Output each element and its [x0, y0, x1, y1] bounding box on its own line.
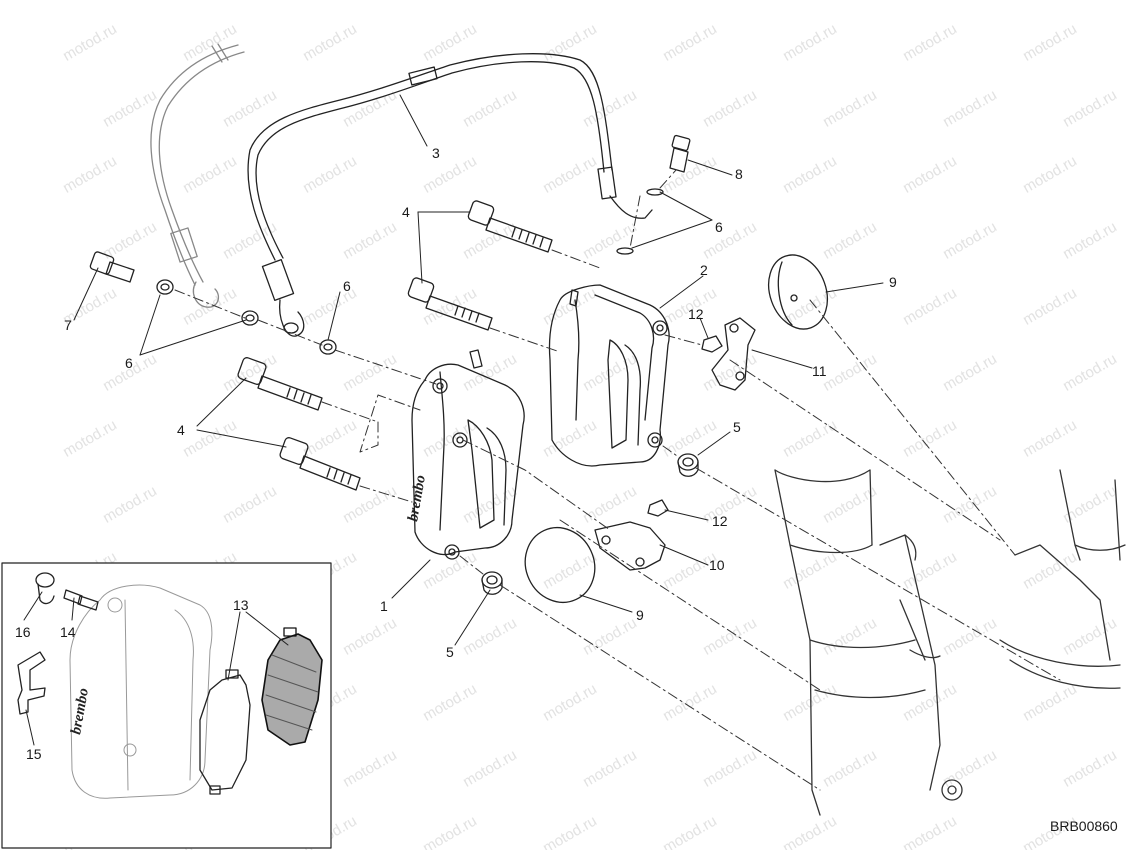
brake-caliper-2	[548, 284, 670, 467]
caliper-1-brand-marking: brembo	[405, 474, 429, 523]
bolt-4-top	[467, 200, 553, 253]
leader-lines	[73, 94, 884, 646]
bolt-4-upper-left	[407, 277, 493, 331]
callout-9-upper: 9	[889, 274, 897, 290]
callout-15: 15	[26, 746, 42, 762]
callout-4-upper: 4	[402, 204, 410, 220]
bleed-screw-7	[89, 251, 135, 283]
inset-detail-box: brembo	[1, 562, 332, 849]
bolt-12-lower	[647, 499, 669, 517]
callout-11: 11	[812, 363, 827, 379]
brake-hose-3	[247, 53, 653, 337]
callout-1: 1	[380, 598, 388, 614]
spacer-5-upper	[677, 453, 699, 477]
spacer-5-lower	[481, 571, 503, 595]
callout-5-lower: 5	[446, 644, 454, 660]
callout-7: 7	[64, 317, 72, 333]
callout-16: 16	[15, 624, 31, 640]
callout-9-lower: 9	[636, 607, 644, 623]
bolt-4-lower-a	[237, 357, 323, 411]
callout-2: 2	[700, 262, 708, 278]
plug-9-upper	[768, 254, 828, 330]
callout-14: 14	[60, 624, 76, 640]
callout-6-b: 6	[125, 355, 133, 371]
brake-pad-13-hatched	[261, 627, 323, 746]
pad-spring-15	[17, 651, 46, 715]
callout-6-a: 6	[343, 278, 351, 294]
bleed-screw-8	[669, 134, 691, 173]
assembly-lines	[174, 169, 1061, 791]
callout-5-upper: 5	[733, 419, 741, 435]
bracket-10	[594, 521, 666, 571]
drawing-code: BRB00860	[1050, 818, 1118, 834]
plug-9-lower	[524, 527, 596, 603]
callout-12-upper: 12	[688, 306, 704, 322]
fork-leg-left	[774, 469, 963, 816]
callout-12-lower: 12	[712, 513, 728, 529]
brake-caliper-1: brembo	[405, 349, 525, 560]
fork-leg-right	[999, 469, 1126, 689]
callout-10: 10	[709, 557, 725, 573]
callout-13: 13	[233, 597, 249, 613]
inset-caliper-brand-marking: brembo	[68, 687, 92, 736]
washers-6	[156, 188, 664, 355]
callout-4-lower: 4	[177, 422, 185, 438]
left-brake-hose	[150, 43, 245, 308]
bracket-11	[711, 317, 756, 391]
callout-6-c: 6	[715, 219, 723, 235]
callout-8: 8	[735, 166, 743, 182]
bleed-valve-14	[63, 589, 99, 611]
bolt-4-lower-b	[279, 437, 361, 491]
bleeder-cap-16	[35, 572, 55, 605]
brake-pad-backing-plate	[199, 669, 251, 795]
callout-3: 3	[432, 145, 440, 161]
bolt-12-upper	[701, 335, 723, 353]
